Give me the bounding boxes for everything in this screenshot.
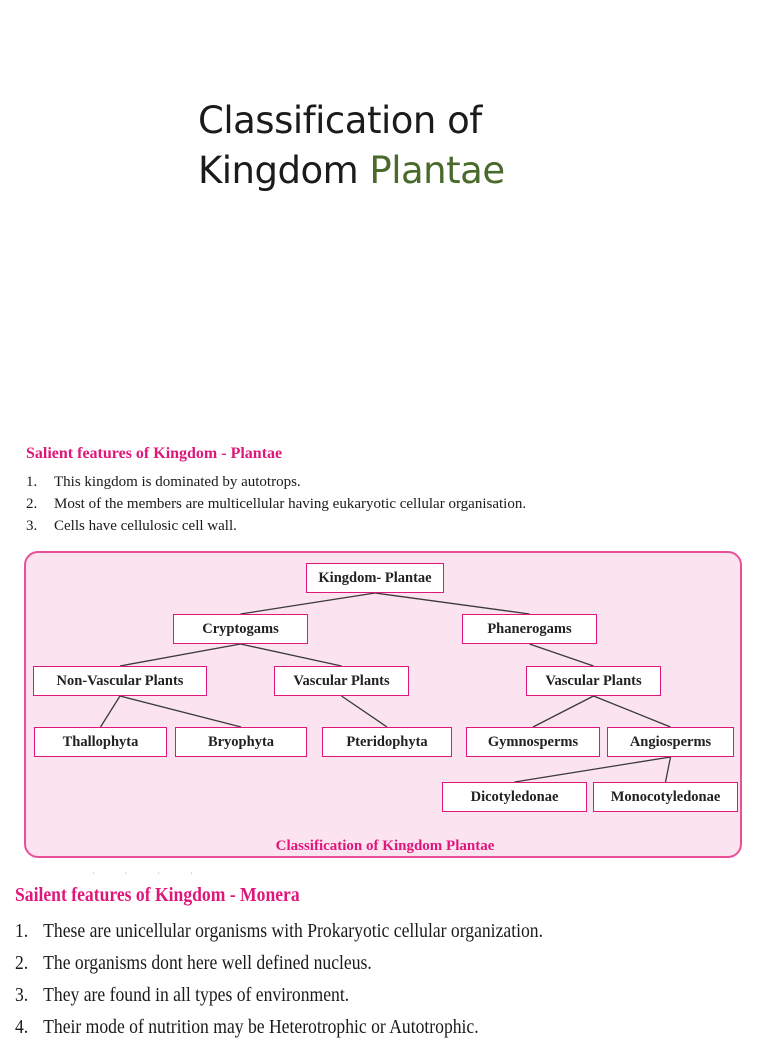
connector-vascular_phanero-gymnosperms	[532, 695, 594, 728]
title-accent-word: Plantae	[369, 149, 505, 192]
node-cryptogams: Cryptogams	[173, 614, 308, 644]
plantae-features-heading: Salient features of Kingdom - Plantae	[26, 445, 283, 462]
connector-cryptogams-vascular_crypto	[240, 643, 342, 667]
node-angiosperms: Angiosperms	[607, 727, 734, 757]
node-dicotyledonae: Dicotyledonae	[442, 782, 587, 812]
connector-kingdom-cryptogams	[240, 592, 376, 615]
feature-text: The organisms dont here well defined nuc…	[43, 952, 372, 974]
title-line-1: Classification of	[198, 99, 482, 142]
monera-feature-item: 3. They are found in all types of environ…	[15, 979, 543, 1011]
feature-number: 3.	[15, 984, 29, 1006]
monera-feature-item: 1. These are unicellular organisms with P…	[15, 915, 543, 947]
monera-feature-item: 4. Their mode of nutrition may be Heterot…	[15, 1011, 543, 1043]
connector-angiosperms-dicotyledonae	[514, 756, 671, 783]
feature-number: 2.	[15, 952, 29, 974]
connector-phanerogams-vascular_phanero	[529, 643, 594, 667]
diagram-connectors	[99, 592, 672, 783]
node-kingdom-plantae: Kingdom- Plantae	[306, 563, 444, 593]
feature-number: 1.	[15, 920, 29, 942]
connector-angiosperms-monocotyledonae	[664, 756, 672, 783]
feature-text: This kingdom is dominated by autotrops.	[54, 474, 301, 490]
feature-text: Cells have cellulosic cell wall.	[54, 518, 237, 534]
feature-text: They are found in all types of environme…	[43, 984, 350, 1006]
feature-text: These are unicellular organisms with Pro…	[43, 920, 543, 942]
connector-non_vascular-thallophyta	[99, 695, 121, 728]
node-vascular-plants-phanerogams: Vascular Plants	[526, 666, 661, 696]
feature-number: 4.	[15, 1016, 29, 1038]
node-thallophyta: Thallophyta	[34, 727, 167, 757]
plantae-feature-item: 3. Cells have cellulosic cell wall.	[26, 515, 526, 537]
plantae-features-list: 1. This kingdom is dominated by autotrops…	[26, 471, 526, 537]
node-vascular-plants-cryptogams: Vascular Plants	[274, 666, 409, 696]
feature-number: 3.	[26, 518, 38, 534]
feature-number: 2.	[26, 496, 38, 512]
connector-non_vascular-bryophyta	[119, 695, 242, 728]
node-non-vascular-plants: Non-Vascular Plants	[33, 666, 207, 696]
connector-cryptogams-non_vascular	[119, 643, 241, 667]
title-line-2-prefix: Kingdom	[198, 149, 370, 192]
connector-vascular_crypto-pteridophyta	[341, 695, 388, 728]
plantae-feature-item: 1. This kingdom is dominated by autotrops…	[26, 471, 526, 493]
monera-features-heading: Sailent features of Kingdom - Monera	[15, 884, 300, 906]
slide-title: Classification of Kingdom Plantae	[198, 96, 505, 196]
feature-text: Their mode of nutrition may be Heterotro…	[43, 1016, 479, 1038]
connector-vascular_phanero-angiosperms	[593, 695, 671, 728]
feature-number: 1.	[26, 474, 38, 490]
classification-diagram: Kingdom- Plantae Cryptogams Phanerogams …	[24, 551, 742, 858]
monera-feature-item: 2. The organisms dont here well defined n…	[15, 947, 543, 979]
feature-text: Most of the members are multicellular ha…	[54, 496, 527, 512]
page-artifact: · · · ·	[92, 869, 207, 878]
node-pteridophyta: Pteridophyta	[322, 727, 452, 757]
node-gymnosperms: Gymnosperms	[466, 727, 600, 757]
diagram-caption: Classification of Kingdom Plantae	[275, 838, 495, 854]
node-phanerogams: Phanerogams	[462, 614, 597, 644]
node-bryophyta: Bryophyta	[175, 727, 307, 757]
node-monocotyledonae: Monocotyledonae	[593, 782, 738, 812]
plantae-feature-item: 2. Most of the members are multicellular …	[26, 493, 526, 515]
connector-kingdom-phanerogams	[374, 592, 530, 615]
